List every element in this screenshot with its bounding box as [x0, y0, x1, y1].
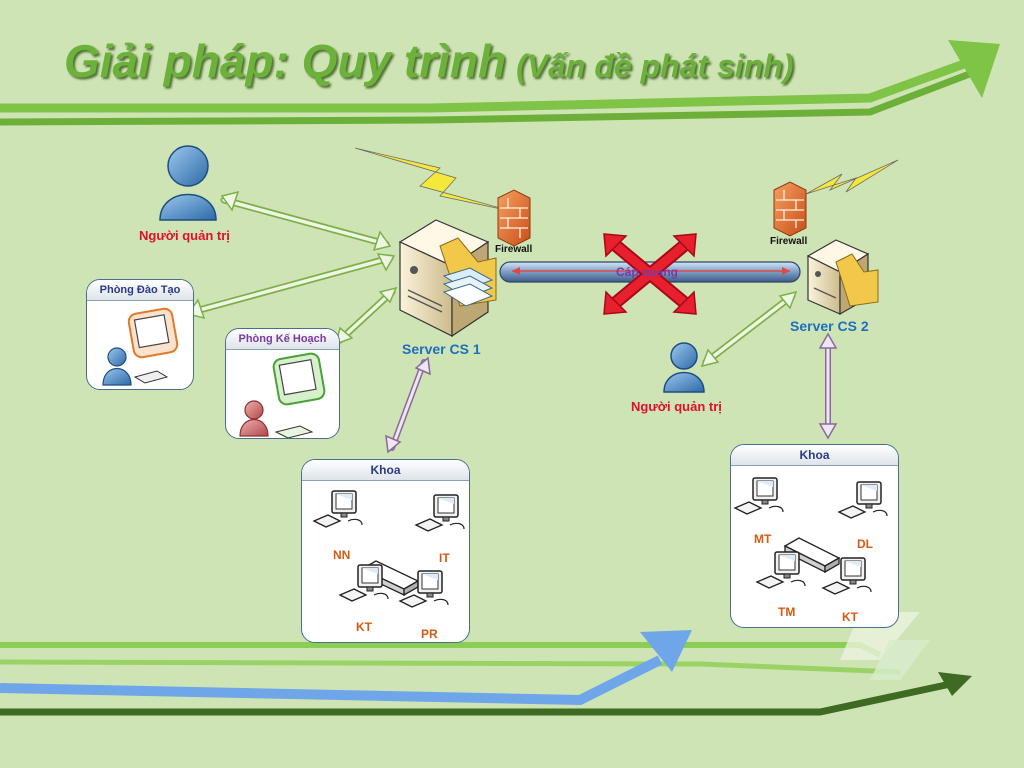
firewall-label-site2: Firewall [770, 236, 808, 247]
workstation-icon [102, 307, 179, 386]
admin-label-site2: Người quản trị [631, 399, 722, 414]
firewall-icon [497, 189, 531, 247]
admin-label-site1: Người quản trị [139, 228, 230, 243]
title-main: Giải pháp: Quy trình [64, 35, 507, 87]
khoa2-node-label: MT [754, 532, 772, 546]
khoa1-node-label: PR [421, 627, 438, 641]
computer-icon [756, 551, 806, 589]
dept-box-header: Phòng Kế Hoạch [226, 329, 339, 350]
khoa1-node-label: KT [356, 620, 372, 634]
lightning-icon [805, 159, 899, 195]
lan-network-icon [313, 490, 465, 608]
cable-label: Cáp quang [616, 265, 678, 279]
server-icon [398, 219, 497, 338]
title-sub: (Vấn đề phát sinh) [516, 48, 794, 84]
firewall-label-site1: Firewall [495, 244, 533, 255]
workstation-icon [239, 352, 326, 438]
khoa2-node-label: DL [857, 537, 873, 551]
connection-arrow-dept1 [186, 253, 396, 320]
lightning-icon [354, 147, 516, 213]
khoa1-node-label: IT [439, 551, 450, 565]
documents-icon [442, 267, 494, 307]
decor-bottom-lines [0, 612, 972, 716]
khoa-box-header: Khoa [731, 445, 898, 466]
computer-icon [838, 481, 888, 519]
connection-arrow-dept2 [334, 286, 398, 346]
lan-network-icon [734, 477, 888, 595]
khoa2-node-label: KT [842, 610, 858, 624]
computer-icon [734, 477, 784, 515]
connection-arrow-admin1 [220, 190, 392, 252]
decor-top-line [0, 40, 1000, 126]
admin-person-icon [159, 145, 217, 221]
broken-link-icon [603, 233, 697, 315]
slide-title: Giải pháp: Quy trình(Vấn đề phát sinh) [64, 34, 793, 88]
khoa-box-site1: Khoa [301, 459, 470, 643]
dept-box-ke-hoach: Phòng Kế Hoạch [225, 328, 340, 439]
khoa-box-header: Khoa [302, 460, 469, 481]
decor-arrow-head-top [948, 40, 1000, 98]
dept-box-dao-tao: Phòng Đào Tạo [86, 279, 194, 390]
server-label-site2: Server CS 2 [790, 318, 869, 334]
khoa-box-site2: Khoa [730, 444, 899, 628]
connection-arrow-khoa2 [818, 332, 838, 440]
dept-box-header: Phòng Đào Tạo [87, 280, 193, 301]
computer-icon [313, 490, 363, 528]
computer-icon [415, 494, 465, 532]
khoa2-node-label: TM [778, 605, 796, 619]
connection-arrow-admin2 [700, 290, 798, 368]
server-label-site1: Server CS 1 [402, 341, 481, 357]
admin-person-icon [663, 342, 705, 393]
computer-icon [339, 564, 389, 602]
decor-arrow-blue [640, 630, 692, 672]
firewall-icon [773, 181, 807, 237]
decor-arrow-dark [938, 672, 972, 696]
khoa1-node-label: NN [333, 548, 351, 562]
server-icon [806, 239, 879, 316]
connection-arrow-khoa1 [385, 356, 431, 454]
